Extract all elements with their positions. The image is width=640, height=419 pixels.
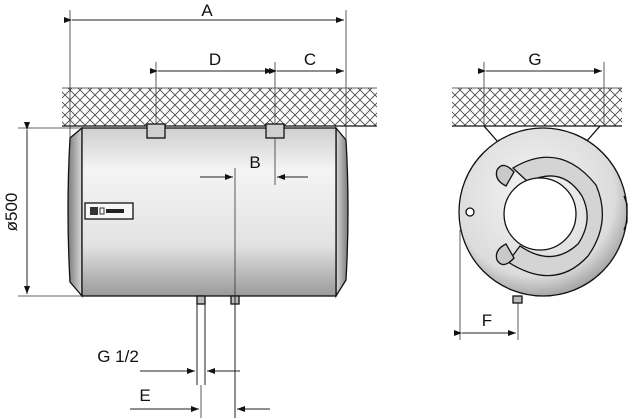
tank-front-view xyxy=(458,125,628,304)
mount-bolt-icon xyxy=(465,207,475,217)
dim-g12-label: G 1/2 xyxy=(97,347,139,366)
dim-d-label: D xyxy=(209,50,221,69)
dim-a-label: A xyxy=(201,1,213,20)
right-end-cap xyxy=(335,126,349,299)
top-connector-left xyxy=(146,123,166,139)
dim-g-label: G xyxy=(528,50,541,69)
front-pipe-stub xyxy=(512,295,523,304)
dim-e-label: E xyxy=(139,386,150,405)
control-knob-icon xyxy=(90,207,98,215)
wall-side xyxy=(62,87,377,127)
wall-front xyxy=(452,87,622,127)
dim-c-label: C xyxy=(304,50,316,69)
dim-b-label: B xyxy=(249,153,260,172)
dimensions-front: G F xyxy=(454,50,605,340)
dim-f-label: F xyxy=(482,311,492,330)
bottom-pipe-left-fitting xyxy=(196,295,206,305)
top-connector-right xyxy=(265,123,285,139)
tank-side-view xyxy=(67,123,349,418)
dimensions-side: A D C B ø500 G 1/2 E xyxy=(2,1,347,418)
left-end-cap xyxy=(67,126,83,298)
dim-diameter-label: ø500 xyxy=(2,193,21,232)
inner-flange xyxy=(503,177,577,251)
